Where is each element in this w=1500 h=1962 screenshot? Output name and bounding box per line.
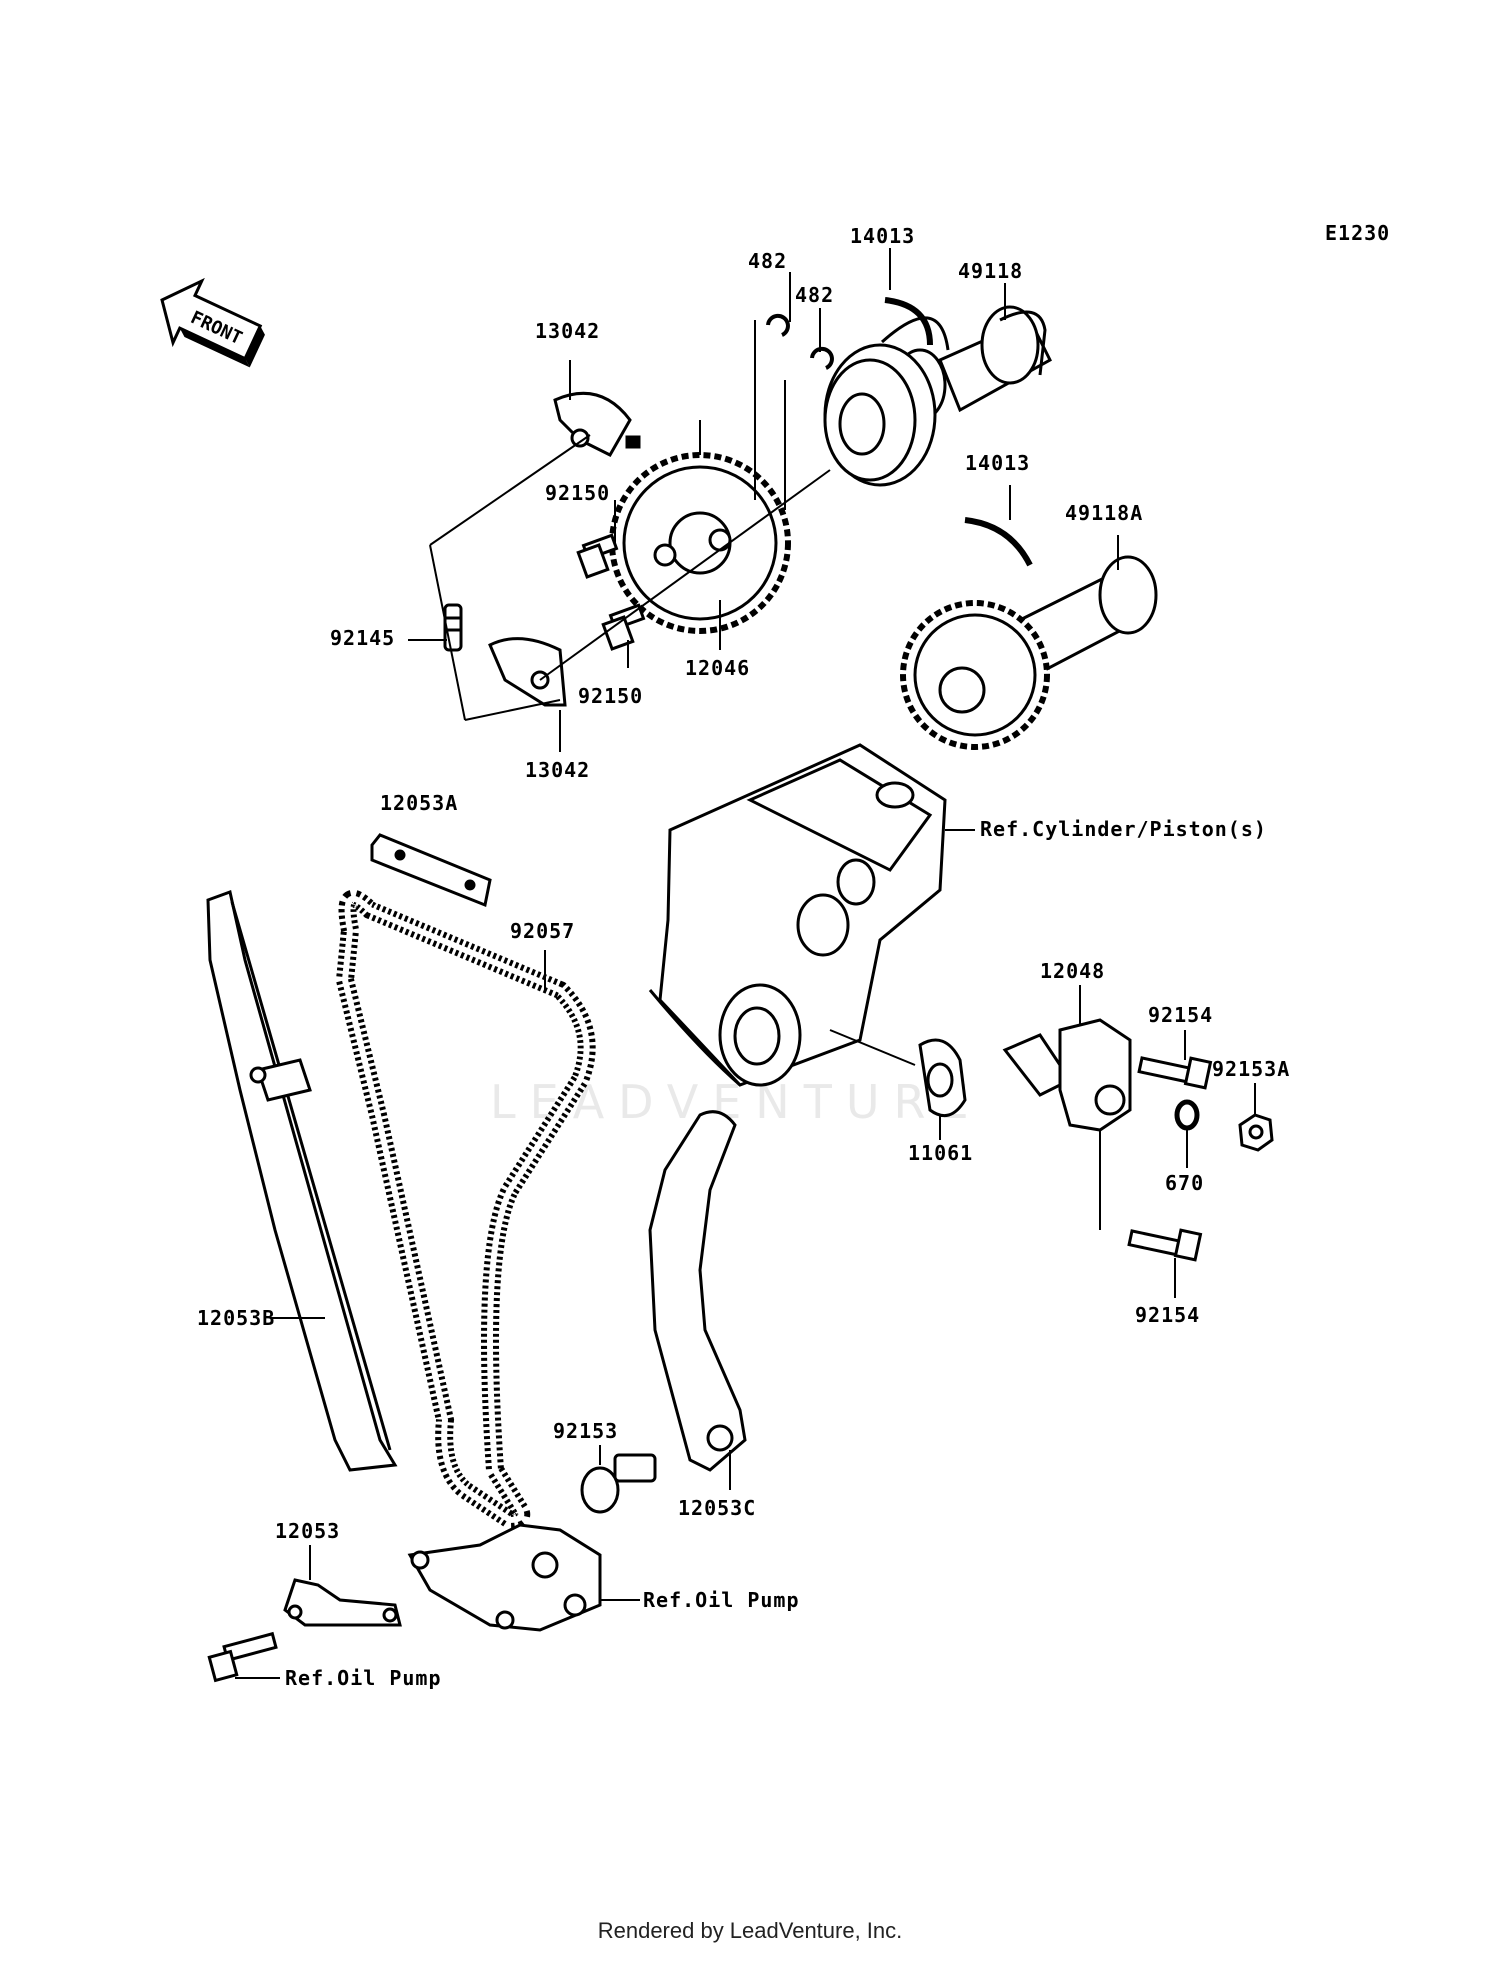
label-12053A: 12053A	[380, 791, 458, 815]
label-13042-upper: 13042	[535, 319, 600, 343]
label-12046: 12046	[685, 656, 750, 680]
cam-chain-92057	[335, 889, 596, 1530]
label-13042-lower: 13042	[525, 758, 590, 782]
chain-guide-12053B	[206, 890, 398, 1472]
label-92153: 92153	[553, 1419, 618, 1443]
circlip-482-b	[810, 346, 834, 370]
label-92150-upper: 92150	[545, 481, 610, 505]
label-92150-lower: 92150	[578, 684, 643, 708]
label-14013-lower: 14013	[965, 451, 1030, 475]
chain-guide-12053A	[370, 833, 492, 908]
bolt-92150-lower	[601, 603, 646, 651]
bolt-92154-upper	[1137, 1056, 1213, 1090]
leader-gasket-cyl	[829, 1029, 916, 1066]
label-12053B: 12053B	[197, 1306, 275, 1330]
label-12048: 12048	[1040, 959, 1105, 983]
diagram-code: E1230	[1325, 221, 1390, 245]
decompressor-weight-13042-upper	[553, 391, 641, 457]
bolt-92153	[580, 1453, 657, 1514]
tensioner-guide-12053C	[648, 1110, 747, 1472]
label-12053: 12053	[275, 1519, 340, 1543]
flange-bolt	[207, 1631, 278, 1683]
label-ref-cylinder: Ref.Cylinder/Piston(s)	[980, 817, 1267, 841]
label-92153A: 92153A	[1212, 1057, 1290, 1081]
label-482-a: 482	[748, 249, 787, 273]
gasket-11061	[918, 1038, 967, 1118]
bolt-92154-lower	[1127, 1228, 1203, 1262]
label-670: 670	[1165, 1171, 1204, 1195]
label-92154-lower: 92154	[1135, 1303, 1200, 1327]
cylinder-reference	[648, 743, 947, 1087]
label-ref-oil-pump-1: Ref.Oil Pump	[643, 1588, 800, 1612]
label-92057: 92057	[510, 919, 575, 943]
label-12053C: 12053C	[678, 1496, 756, 1520]
front-arrow-icon: FRONT	[160, 277, 265, 368]
label-92145: 92145	[330, 626, 395, 650]
o-ring-670	[1174, 1099, 1200, 1131]
lock-ring-14013-lower	[964, 517, 1033, 567]
bolt-92150-upper	[576, 533, 619, 579]
tensioner-12048	[1002, 1018, 1132, 1132]
circlip-482-a	[766, 313, 790, 337]
exhaust-camshaft-49118A	[900, 555, 1158, 750]
cam-sprocket-12046	[609, 452, 791, 634]
footer-credit: Rendered by LeadVenture, Inc.	[597, 1918, 903, 1943]
label-ref-oil-pump-2: Ref.Oil Pump	[285, 1666, 442, 1690]
intake-camshaft-49118	[823, 305, 1052, 487]
lock-ring-14013-upper	[884, 297, 933, 346]
oil-pump-reference	[407, 1523, 602, 1632]
label-11061: 11061	[908, 1141, 973, 1165]
leader-lines-upper	[408, 248, 1119, 752]
label-49118: 49118	[958, 259, 1023, 283]
label-49118A: 49118A	[1065, 501, 1143, 525]
cap-nut-92153A	[1238, 1113, 1274, 1152]
label-482-b: 482	[795, 283, 834, 307]
label-92154-upper: 92154	[1148, 1003, 1213, 1027]
label-14013-upper: 14013	[850, 224, 915, 248]
bracket-12053	[283, 1578, 402, 1627]
decompressor-weight-13042-lower	[488, 637, 567, 707]
